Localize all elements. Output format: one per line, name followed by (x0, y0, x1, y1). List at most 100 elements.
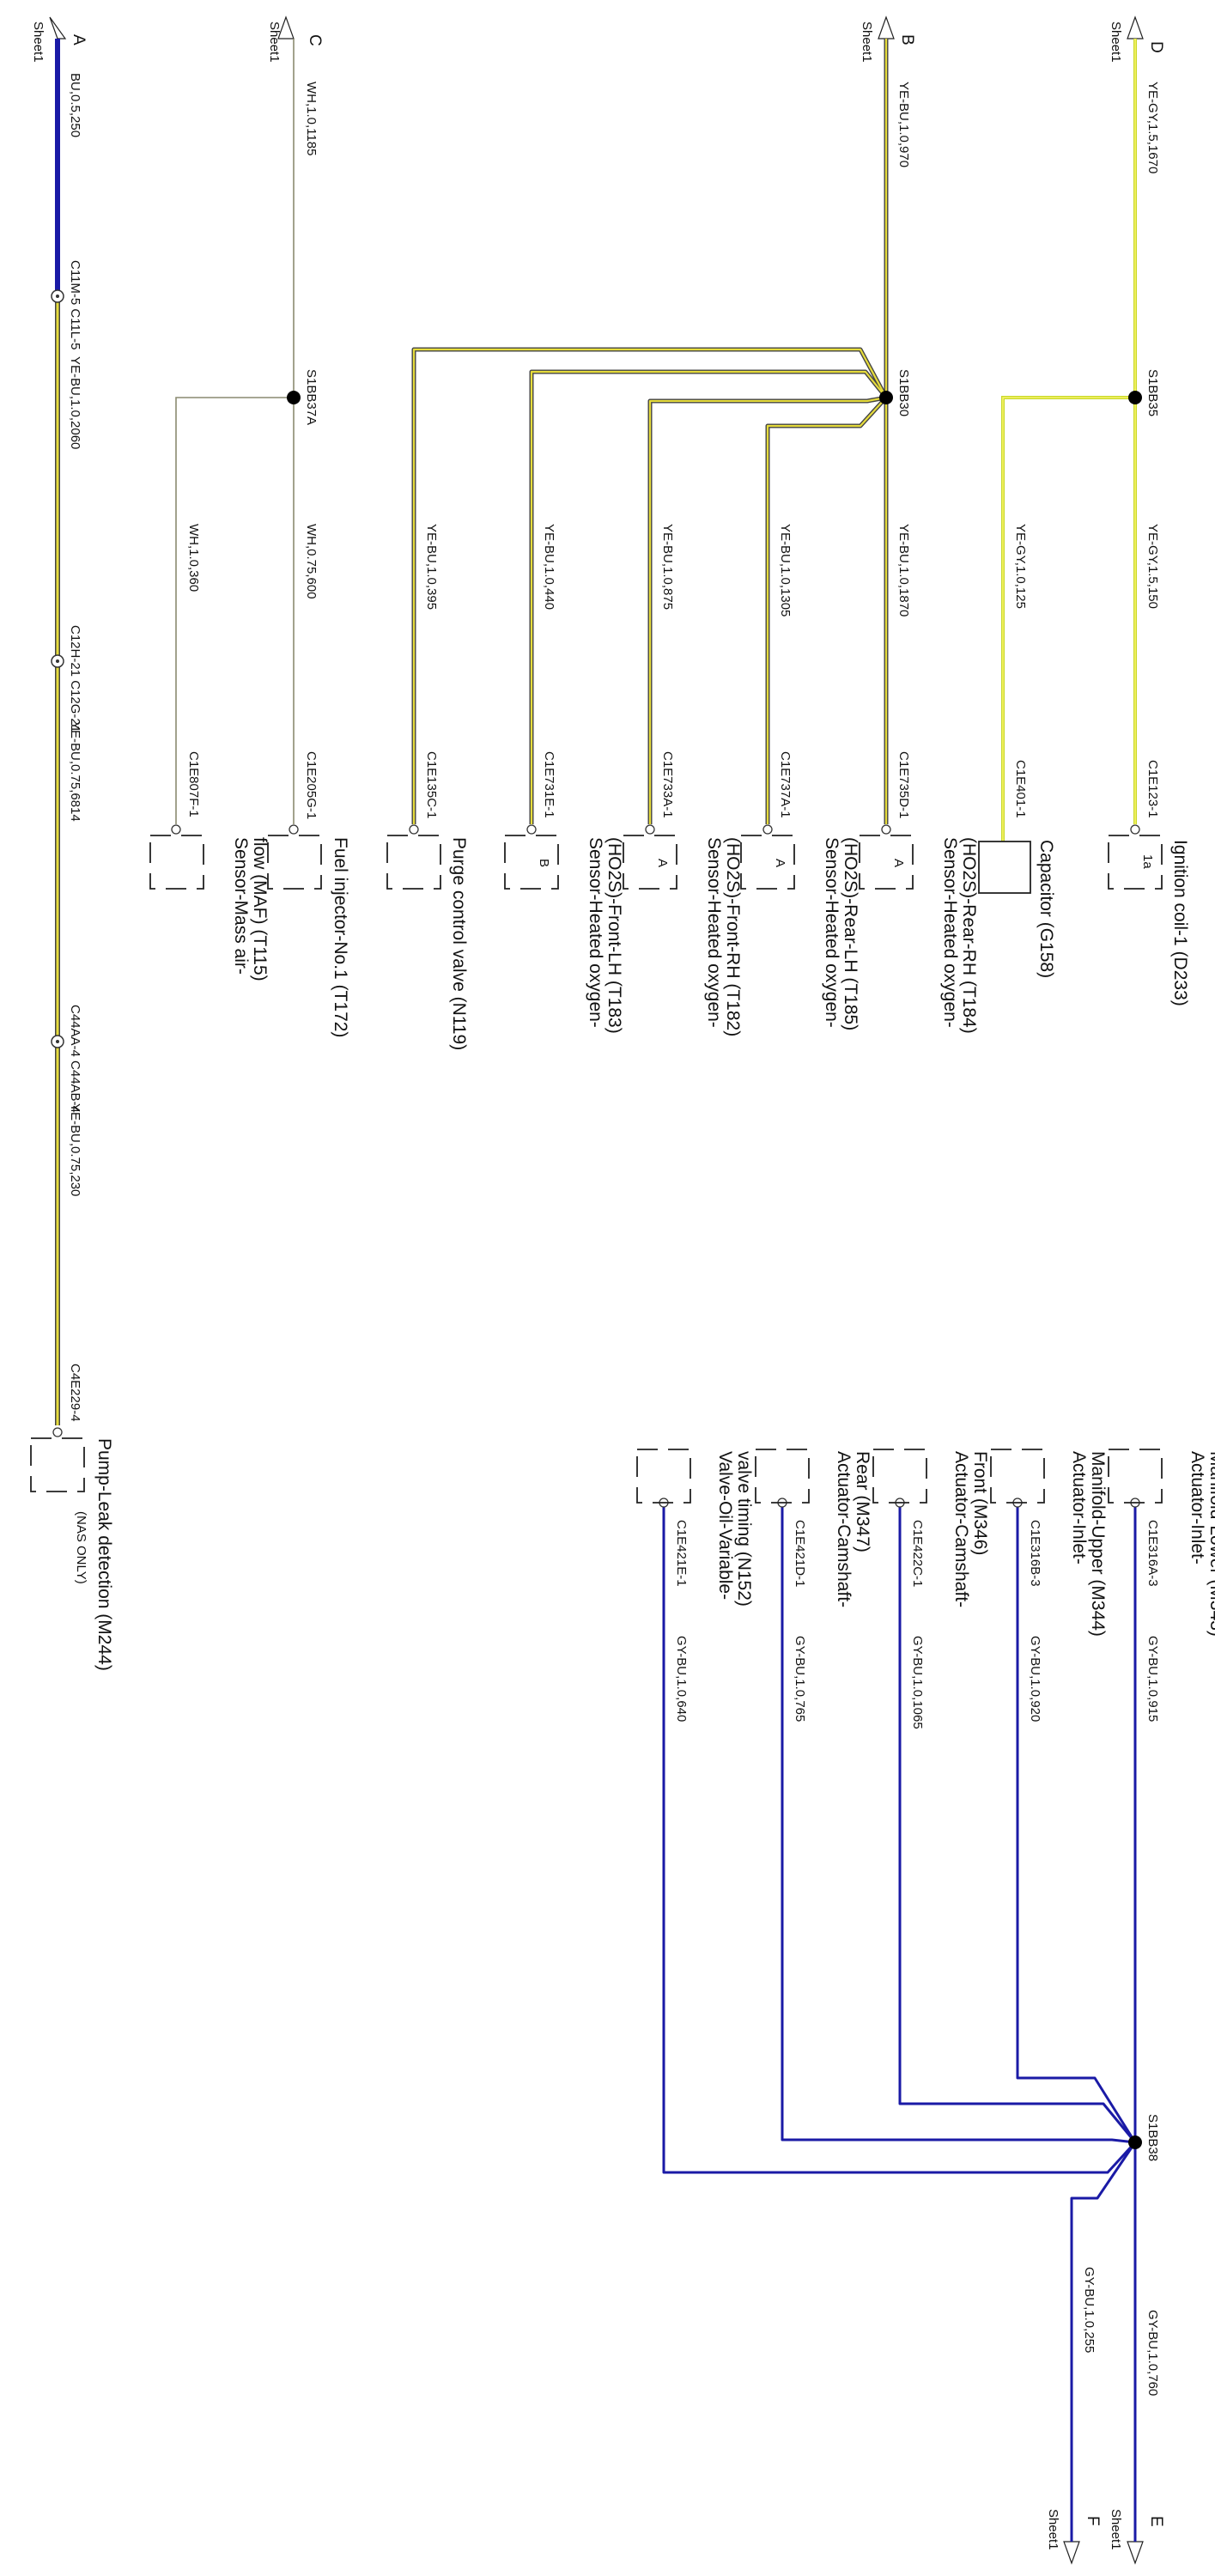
offpage-arrow-b[interactable] (878, 15, 895, 39)
component-name-n152-l2: valve timing (N152) (734, 1451, 754, 1607)
pin-dot-t184[interactable] (881, 824, 891, 835)
component-name-pump: Pump-Leak detection (M244) (94, 1438, 114, 1671)
splice-label-s1bb37a: S1BB37A (304, 369, 319, 425)
component-name-purge: Purge control valve (N119) (449, 837, 469, 1050)
component-name-t185-l1: Sensor-Heated oxygen- (822, 837, 841, 1028)
component-name-coil: Ignition coil-1 (D233) (1170, 840, 1190, 1006)
component-box-pump[interactable] (30, 1437, 85, 1492)
connector-label-c1e421e: C1E421E-1 (674, 1520, 689, 1587)
connector-label-c44: C44AA-4 C44AB-4 (68, 1005, 82, 1113)
component-name-t185: Sensor-Heated oxygen- (HO2S)-Rear-LH (T1… (822, 837, 860, 1033)
sheet-label-b: Sheet1 (860, 21, 874, 63)
wire-label-b-3: YE-BU,1.0,875 (660, 524, 675, 610)
pin-dot-purge[interactable] (409, 824, 419, 835)
component-name-m346-l1: Actuator-Camshaft- (951, 1451, 971, 1607)
pin-dot-d233[interactable] (1130, 824, 1140, 835)
offpage-arrow-d[interactable] (1127, 15, 1144, 39)
splice-dot-s1bb30[interactable] (879, 391, 893, 404)
component-box-purge[interactable] (386, 835, 441, 890)
component-box-m344[interactable] (990, 1449, 1045, 1504)
component-box-capacitor[interactable] (978, 841, 1031, 894)
wire-d-harness[interactable] (1001, 39, 1137, 841)
wire-b-harness[interactable] (411, 39, 889, 824)
sheet-label-f: Sheet1 (1046, 2509, 1060, 2550)
splice-dot-s1bb38[interactable] (1128, 2136, 1142, 2149)
sheet-label-a: Sheet1 (31, 21, 46, 63)
component-name-t182: Sensor-Heated oxygen- (HO2S)-Front-RH (T… (704, 837, 743, 1036)
connector-label-c1e123: C1E123-1 (1145, 760, 1160, 818)
wire-label-d-2: YE-GY,1.5,150 (1145, 524, 1160, 609)
wire-label-e-3: GY-BU,1.0,1065 (910, 1636, 925, 1729)
connector-symbol-c44[interactable] (51, 1035, 64, 1048)
connector-label-c1e316b: C1E316B-3 (1028, 1520, 1042, 1587)
connector-label-c1e205g: C1E205G-1 (304, 751, 319, 819)
component-name-pump-l1: Pump-Leak detection (M244) (94, 1438, 114, 1671)
component-name-coil-l1: Ignition coil-1 (D233) (1170, 840, 1190, 1006)
component-name-injector-l1: Fuel injector-No.1 (T172) (331, 837, 350, 1037)
component-name-m343: Actuator-Inlet- Manifold-Lower (M343) (1188, 1451, 1215, 1637)
connector-label-c12: C12H-21 C12G-21 (68, 625, 82, 732)
component-name-t182-l1: Sensor-Heated oxygen- (704, 837, 724, 1028)
component-name-purge-l1: Purge control valve (N119) (449, 837, 469, 1050)
wire-label-f-bot: GY-BU,1.0,255 (1082, 2267, 1097, 2353)
connector-symbol-c12[interactable] (51, 654, 64, 668)
offpage-arrow-e[interactable] (1127, 2541, 1144, 2565)
connector-label-c1e733a: C1E733A-1 (660, 751, 675, 818)
wire-label-a-mid: YE-BU,1.0,2060 (68, 356, 82, 449)
component-box-n152[interactable] (636, 1449, 691, 1504)
wire-label-e-1: GY-BU,1.0,640 (674, 1636, 689, 1722)
component-name-t182-l2: (HO2S)-Front-RH (T182) (723, 837, 743, 1036)
offpage-arrow-c[interactable] (277, 15, 295, 39)
component-box-t184[interactable] (859, 835, 914, 890)
component-name-m344-l1: Actuator-Inlet- (1069, 1451, 1089, 1564)
connector-label-c1e731e: C1E731E-1 (542, 751, 556, 818)
connector-label-c1e807f: C1E807F-1 (186, 751, 201, 817)
pin-dot-maf[interactable] (171, 824, 181, 835)
component-box-t182[interactable] (623, 835, 677, 890)
offpage-letter-f: F (1084, 2516, 1102, 2526)
connector-symbol-c11[interactable] (51, 289, 64, 303)
pin-dot-injector[interactable] (289, 824, 299, 835)
sheet-label-d: Sheet1 (1109, 21, 1123, 63)
connector-label-c4e229: C4E229-4 (68, 1364, 82, 1422)
wire-label-d-1: YE-GY,1.0,125 (1013, 524, 1028, 609)
component-name-m346: Actuator-Camshaft- Front (M346) (951, 1451, 990, 1613)
offpage-letter-a: A (70, 34, 88, 46)
component-box-t185[interactable] (740, 835, 795, 890)
pin-letter-t185: A (773, 859, 787, 867)
pin-dot-t183[interactable] (526, 824, 537, 835)
wire-e-harness[interactable] (662, 1507, 1137, 2542)
offpage-arrow-a[interactable] (49, 16, 67, 39)
component-name-t184-l2: (HO2S)-Rear-RH (T184) (959, 837, 979, 1034)
component-name-t183-l1: Sensor-Heated oxygen- (586, 837, 605, 1028)
component-box-maf[interactable] (149, 835, 204, 890)
component-name-injector: Fuel injector-No.1 (T172) (331, 837, 350, 1037)
pin-dot-t185[interactable] (762, 824, 773, 835)
component-box-t183[interactable] (504, 835, 559, 890)
wire-label-b-2: YE-BU,1.0,440 (542, 524, 556, 610)
component-box-injector[interactable] (267, 835, 322, 890)
wire-label-e-2: GY-BU,1.0,765 (793, 1636, 807, 1722)
pin-dot-pump[interactable] (52, 1427, 63, 1437)
splice-label-s1bb35: S1BB35 (1145, 369, 1160, 416)
component-name-maf-l2: flow (MAF) (T115) (250, 837, 270, 981)
component-box-m346[interactable] (872, 1449, 927, 1504)
component-name-m347-l2: Rear (M347) (853, 1451, 872, 1552)
splice-dot-s1bb37a[interactable] (287, 391, 301, 404)
component-name-capacitor-l1: Capacitor (G158) (1036, 840, 1056, 978)
connector-label-c1e737a: C1E737A-1 (778, 751, 793, 818)
component-box-d233[interactable] (1108, 835, 1163, 890)
wire-label-c-top: WH,1.0,1185 (304, 82, 319, 155)
offpage-letter-c: C (306, 34, 324, 46)
splice-dot-s1bb35[interactable] (1128, 391, 1142, 404)
wire-label-b-4: YE-BU,1.0,1305 (778, 524, 793, 617)
offpage-arrow-f[interactable] (1063, 2541, 1080, 2565)
component-name-m343-l1: Actuator-Inlet- (1188, 1451, 1207, 1564)
pin-dot-t182[interactable] (645, 824, 655, 835)
component-box-m343[interactable] (1108, 1449, 1163, 1504)
component-box-m347[interactable] (755, 1449, 810, 1504)
wire-label-c-a: WH,1.0,360 (186, 524, 201, 592)
offpage-letter-d: D (1147, 41, 1165, 53)
offpage-letter-e: E (1147, 2516, 1165, 2527)
wire-c-trunk[interactable] (175, 39, 295, 824)
